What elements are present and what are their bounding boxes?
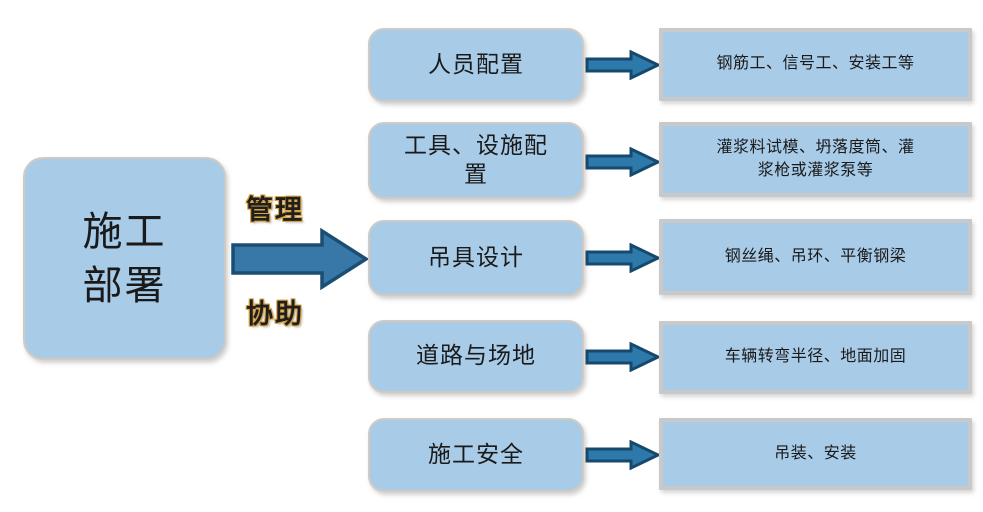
branch-label: 道路与场地 bbox=[416, 343, 536, 369]
branch-arrow-1 bbox=[585, 50, 661, 80]
branch-label: 工具、设施配 置 bbox=[404, 133, 548, 187]
detail-label: 钢丝绳、吊环、平衡钢梁 bbox=[724, 247, 907, 265]
branch-node-roads-and-site[interactable]: 道路与场地 bbox=[368, 320, 584, 393]
detail-node-lifting-gear-design[interactable]: 钢丝绳、吊环、平衡钢梁 bbox=[659, 219, 972, 295]
detail-label: 钢筋工、信号工、安装工等 bbox=[716, 55, 915, 73]
detail-label: 车辆转弯半径、地面加固 bbox=[724, 348, 907, 366]
branch-label: 吊具设计 bbox=[428, 244, 524, 270]
edge-label-manage: 管理 bbox=[246, 195, 304, 225]
detail-label: 灌浆料试模、坍落度筒、灌 浆枪或灌浆泵等 bbox=[716, 139, 915, 179]
main-arrow-right bbox=[230, 227, 370, 291]
detail-node-construction-safety[interactable]: 吊装、安装 bbox=[659, 418, 972, 490]
branch-node-personnel[interactable]: 人员配置 bbox=[368, 28, 584, 102]
detail-node-personnel[interactable]: 钢筋工、信号工、安装工等 bbox=[659, 28, 972, 101]
branch-label: 施工安全 bbox=[428, 441, 524, 467]
branch-arrow-3 bbox=[585, 243, 661, 273]
root-node-construction-deployment[interactable]: 施工 部署 bbox=[23, 157, 226, 360]
branch-arrow-2 bbox=[585, 147, 661, 177]
edge-label-assist: 协助 bbox=[246, 299, 304, 329]
branch-node-tools-facilities[interactable]: 工具、设施配 置 bbox=[368, 122, 584, 199]
detail-node-roads-and-site[interactable]: 车辆转弯半径、地面加固 bbox=[659, 321, 972, 394]
branch-label: 人员配置 bbox=[428, 51, 524, 77]
branch-arrow-4 bbox=[585, 342, 661, 372]
detail-node-tools-facilities[interactable]: 灌浆料试模、坍落度筒、灌 浆枪或灌浆泵等 bbox=[659, 122, 972, 197]
branch-node-construction-safety[interactable]: 施工安全 bbox=[368, 418, 584, 492]
root-node-label: 施工 部署 bbox=[82, 208, 167, 308]
branch-node-lifting-gear-design[interactable]: 吊具设计 bbox=[368, 220, 584, 296]
detail-label: 吊装、安装 bbox=[774, 444, 857, 462]
branch-arrow-5 bbox=[585, 440, 661, 470]
